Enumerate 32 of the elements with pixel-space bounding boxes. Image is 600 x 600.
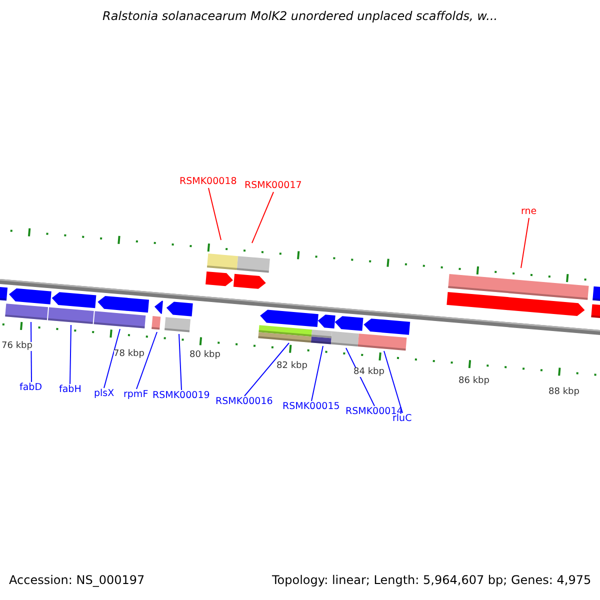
footer-text: Topology: linear; Length: 5,964,607 bp; Genes: 4,975: [272, 574, 592, 586]
scale-label: 88 kbp: [548, 388, 580, 397]
title: Ralstonia solanacearum MolK2 unordered unplaced scaffolds, w...: [102, 10, 498, 22]
footer-text: Accession: NS_000197: [9, 574, 145, 586]
gene-label: rne: [521, 207, 537, 216]
leader-line: [70, 324, 72, 384]
leader-line: [208, 188, 222, 240]
scale-label: 84 kbp: [354, 368, 384, 377]
leader-line: [30, 322, 32, 382]
scale-label: 78 kbp: [114, 350, 144, 359]
gene-label: fabD: [20, 383, 42, 392]
gene-label: RSMK00017: [244, 181, 302, 190]
leader-line: [520, 218, 530, 268]
gene-label: fabH: [59, 385, 82, 394]
gene-label: RSMK00015: [282, 402, 340, 412]
gene-label: plsX: [94, 389, 114, 398]
gene-label: RSMK00019: [152, 391, 210, 400]
gene-label: rpmF: [124, 390, 148, 400]
gene-label: rluC: [392, 414, 412, 424]
gene-label: RSMK00016: [216, 397, 273, 406]
leader-line: [104, 328, 120, 388]
leader-line: [136, 332, 158, 390]
leader-line: [311, 346, 324, 402]
leader-line: [178, 334, 182, 390]
leader-line: [384, 350, 403, 414]
scale-label: 76 kbp: [2, 342, 32, 351]
leader-line: [252, 192, 274, 244]
leader-line: [244, 342, 290, 396]
scale-label: 80 kbp: [190, 351, 220, 360]
scale-label: 86 kbp: [458, 377, 490, 386]
gene-label: RSMK00018: [180, 177, 237, 186]
scale-label: 82 kbp: [276, 362, 308, 371]
